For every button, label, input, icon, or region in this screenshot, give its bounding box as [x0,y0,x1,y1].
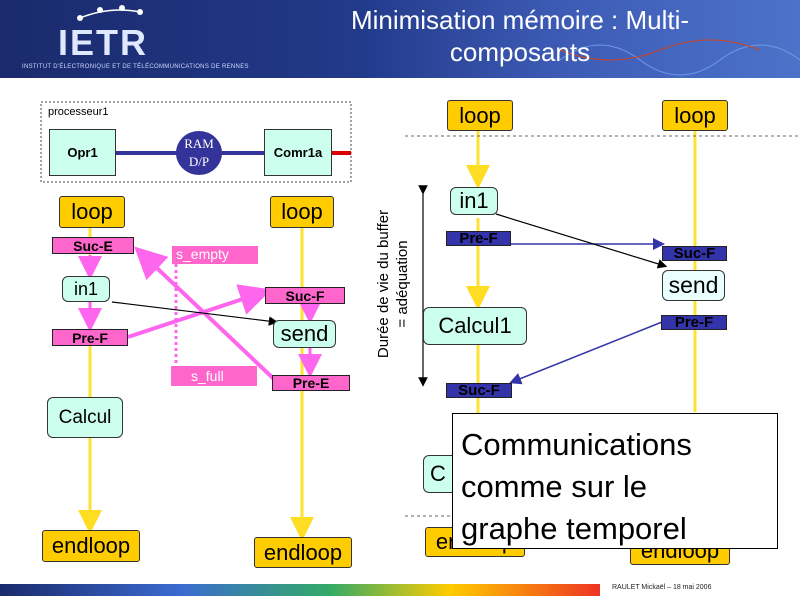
right-loop-2: loop [662,100,728,131]
right-suc-f: Suc-F [662,245,727,262]
institute-name: INSTITUT D'ÉLECTRONIQUE ET DE TÉLÉCOMMUN… [22,64,249,70]
left-loop-1: loop [59,196,125,228]
processor-label: processeur1 [48,106,109,118]
title-line-1: Minimisation mémoire : Multi- [350,5,690,35]
right-send: send [662,270,725,301]
right-calcul1: Calcul1 [423,307,527,345]
buffer-lifetime-line-1: Durée de vie du buffer [375,209,392,359]
callout-line-2: comme sur le [461,469,648,504]
ram-label-1: RAM [184,136,214,151]
left-endloop-1: endloop [42,530,140,562]
left-send: send [273,320,336,348]
left-pre-f: Pre-F [52,329,128,346]
left-endloop-2: endloop [254,537,352,568]
callout-box: Communications comme sur le graphe tempo… [452,413,778,549]
buffer-lifetime-line-2: = adéquation [394,240,411,328]
processor-container [40,101,352,183]
opr-node: Opr1 [49,129,116,176]
footer-author-date: RAULET Mickaël – 18 mai 2006 [612,584,712,591]
arrow-in1-send [111,301,279,326]
right-loop-1: loop [447,100,513,131]
right-pre-f-2: Pre-F [661,314,727,331]
left-suc-e: Suc-E [52,237,134,254]
ram-node: RAM D/P [176,131,222,175]
arrow-in1-send-right [495,213,668,269]
left-calcul: Calcul [47,397,123,438]
callout-line-1: Communications [461,427,692,462]
footer-color-bar [0,584,600,596]
title-line-2: composants [449,37,591,67]
arrow-pref-sucf-back [509,321,663,385]
comr-node: Comr1a [264,129,332,176]
left-s-full: s_full [171,366,257,386]
slide-title: Minimisation mémoire : Multi- composants [260,4,780,68]
left-pre-e: Pre-E [272,375,350,391]
right-in1: in1 [450,187,498,215]
header-banner: IETR INSTITUT D'ÉLECTRONIQUE ET DE TÉLÉC… [0,0,800,78]
arrow-pref-sucf [127,284,272,339]
left-in1: in1 [62,276,110,302]
left-s-empty: s_empty [172,246,258,264]
callout-line-3: graphe temporel [461,511,687,546]
footer: RAULET Mickaël – 18 mai 2006 [0,578,800,600]
left-loop-2: loop [270,196,334,228]
arrow-pree-suce [134,246,277,382]
left-suc-f: Suc-F [265,287,345,304]
right-pre-f: Pre-F [446,230,511,247]
header-decoration [77,5,800,76]
logo: IETR [58,22,149,63]
ram-label-2: D/P [188,154,210,169]
right-suc-f-2: Suc-F [446,382,512,399]
buffer-lifetime-label: Durée de vie du buffer = adéquation [374,184,414,384]
